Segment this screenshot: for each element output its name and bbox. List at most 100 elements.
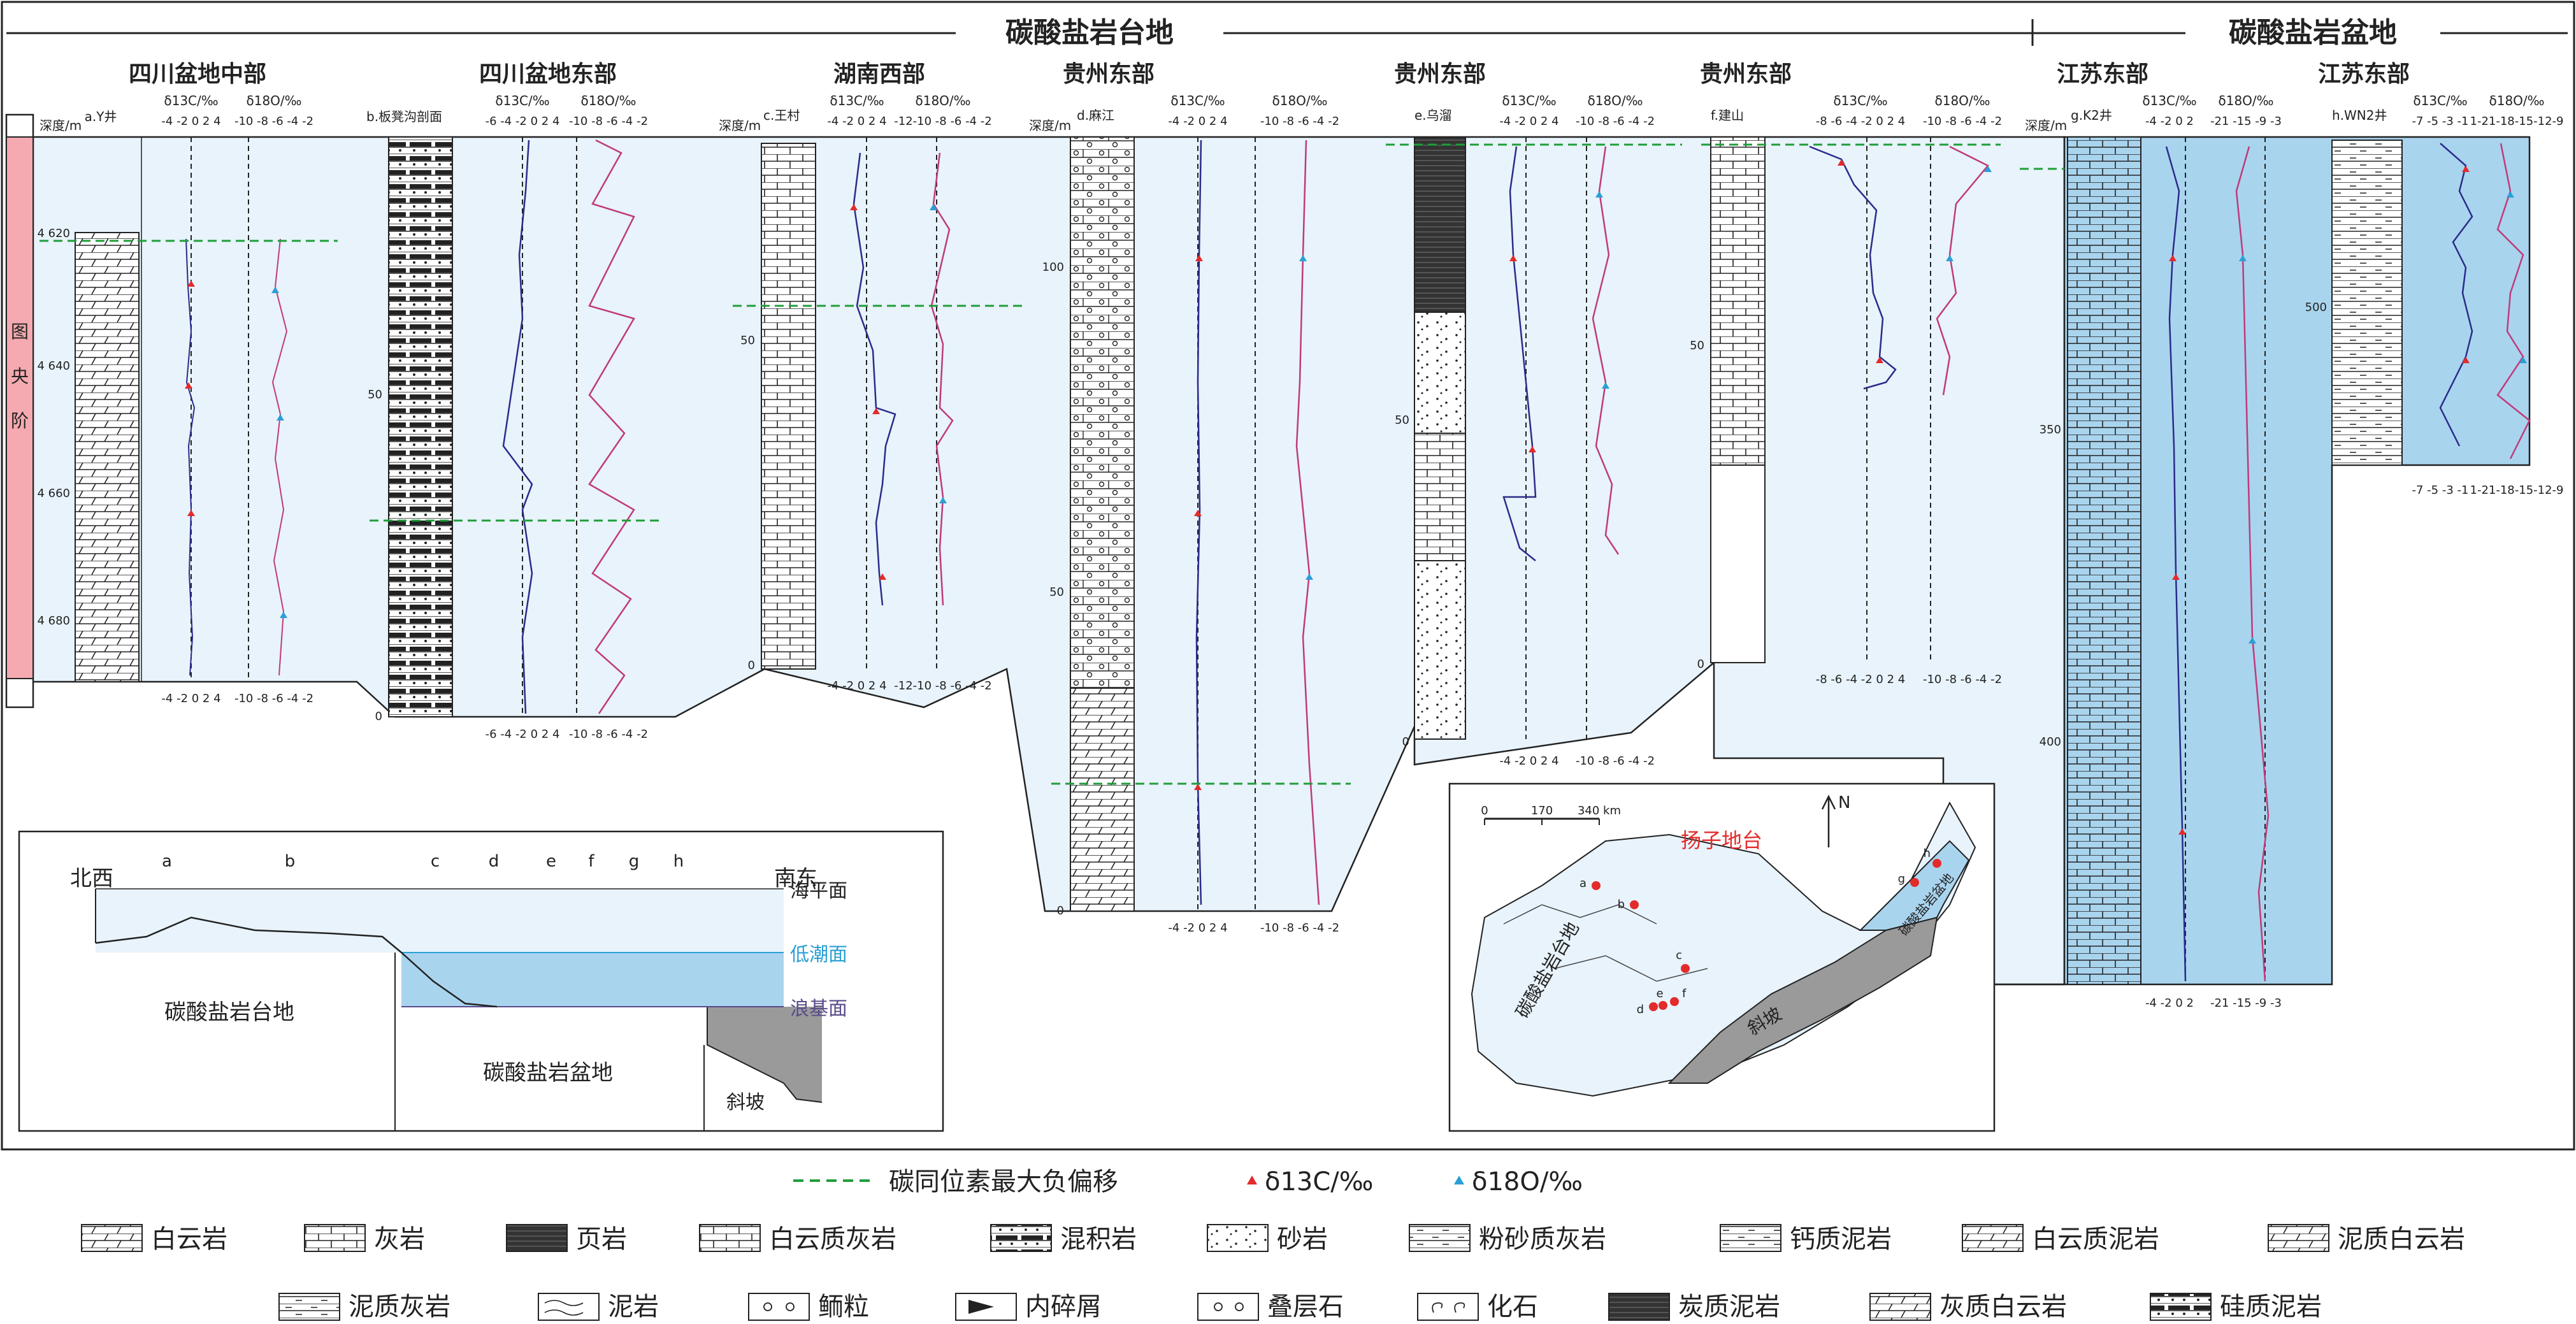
svg-text:-21 -15 -9 -3: -21 -15 -9 -3 xyxy=(2210,115,2282,128)
code-c: c.王村 xyxy=(763,108,800,123)
svg-text:50: 50 xyxy=(740,334,755,347)
svg-text:0: 0 xyxy=(1481,804,1488,817)
svg-text:δ18O/‰: δ18O/‰ xyxy=(2218,93,2273,108)
legend-o18: δ18O/‰ xyxy=(1472,1167,1583,1197)
svg-text:深度/m: 深度/m xyxy=(40,118,82,133)
svg-text:-4 -2 0 2 4: -4 -2 0 2 4 xyxy=(827,679,886,693)
region-h: 江苏东部 xyxy=(2318,61,2410,87)
svg-text:深度/m: 深度/m xyxy=(2025,118,2067,133)
map-yangtze-label: 扬子地台 xyxy=(1681,828,1762,853)
svg-text:0: 0 xyxy=(375,710,382,723)
lithology-legend-row2: 泥质灰岩 泥岩 鲕粒 内碎屑 叠层石 化石 炭质泥岩 灰质白云岩 硅质泥岩 xyxy=(278,1292,2322,1321)
svg-text:-4 -2 0 2 4: -4 -2 0 2 4 xyxy=(1499,754,1558,768)
svg-text:浪基面: 浪基面 xyxy=(790,998,847,1020)
svg-text:350: 350 xyxy=(2040,423,2061,436)
svg-text:δ18O/‰: δ18O/‰ xyxy=(246,93,301,108)
map-slope xyxy=(1667,916,1938,1084)
basin-header: 碳酸盐岩盆地 xyxy=(2229,17,2397,49)
c13-markers xyxy=(185,159,2470,835)
svg-text:g: g xyxy=(1898,872,1905,886)
region-d: 贵州东部 xyxy=(1063,61,1155,87)
region-e: 贵州东部 xyxy=(1394,61,1486,87)
c13-curve-h xyxy=(2439,143,2473,447)
svg-text:-7 -5 -3 -1: -7 -5 -3 -1 xyxy=(2412,484,2469,497)
o18-curve-g xyxy=(2235,146,2270,982)
svg-text:h: h xyxy=(1924,847,1931,860)
svg-text:50: 50 xyxy=(368,388,382,401)
column-g xyxy=(2067,136,2141,985)
svg-text:c: c xyxy=(431,852,440,871)
svg-text:碳酸盐岩台地: 碳酸盐岩台地 xyxy=(164,1000,294,1025)
svg-text:170: 170 xyxy=(1531,804,1553,817)
svg-text:-10 -8 -6 -4 -2: -10 -8 -6 -4 -2 xyxy=(1576,754,1655,768)
svg-text:h: h xyxy=(673,852,684,871)
c13-curve-c xyxy=(853,152,896,606)
svg-text:硅质泥岩: 硅质泥岩 xyxy=(2220,1292,2322,1321)
svg-text:δ18O/‰: δ18O/‰ xyxy=(580,93,636,108)
svg-text:δ13C/‰: δ13C/‰ xyxy=(2142,93,2196,108)
svg-text:-10 -8 -6 -4 -2: -10 -8 -6 -4 -2 xyxy=(569,115,648,128)
svg-text:-4 -2 0 2 4: -4 -2 0 2 4 xyxy=(827,115,886,128)
svg-text:0: 0 xyxy=(748,659,755,672)
o18-curve-f xyxy=(1936,145,1989,396)
svg-text:北西: 北西 xyxy=(70,866,113,891)
svg-text:页岩: 页岩 xyxy=(576,1225,627,1254)
column-c xyxy=(761,143,816,670)
region-a: 四川盆地中部 xyxy=(129,61,266,87)
svg-text:泥质白云岩: 泥质白云岩 xyxy=(2338,1225,2465,1254)
svg-text:-10 -8 -6 -4 -2: -10 -8 -6 -4 -2 xyxy=(234,692,313,705)
svg-text:δ18O/‰: δ18O/‰ xyxy=(915,93,970,108)
svg-text:白云岩: 白云岩 xyxy=(151,1225,227,1254)
svg-text:深度/m: 深度/m xyxy=(719,118,761,133)
c13-curve-b xyxy=(502,140,533,714)
code-a: a.Y井 xyxy=(85,109,117,124)
svg-text:化石: 化石 xyxy=(1487,1292,1538,1321)
svg-text:-12-10 -8 -6 -4 -2: -12-10 -8 -6 -4 -2 xyxy=(894,679,991,693)
o18-markers xyxy=(271,166,2527,644)
svg-text:1-21-18-15-12-9: 1-21-18-15-12-9 xyxy=(2470,115,2564,128)
svg-text:50: 50 xyxy=(1049,586,1064,599)
svg-text:泥岩: 泥岩 xyxy=(608,1292,659,1321)
svg-text:4 680: 4 680 xyxy=(37,614,70,628)
svg-text:-4 -2 0 2: -4 -2 0 2 xyxy=(2145,997,2194,1010)
map-sites xyxy=(1592,859,1941,1011)
svg-text:50: 50 xyxy=(1690,339,1704,352)
c13-curve-f xyxy=(1809,145,1897,390)
svg-text:-4 -2 0 2 4: -4 -2 0 2 4 xyxy=(1168,921,1227,935)
svg-text:100: 100 xyxy=(1042,261,1064,274)
svg-text:4 640: 4 640 xyxy=(37,359,70,373)
svg-text:δ13C/‰: δ13C/‰ xyxy=(164,93,218,108)
platform-header: 碳酸盐岩台地 xyxy=(1005,17,1174,49)
profile-slope-fill xyxy=(707,1007,822,1102)
svg-text:-4 -2 0 2: -4 -2 0 2 xyxy=(2145,115,2194,128)
svg-text:4 660: 4 660 xyxy=(37,487,70,500)
svg-text:50: 50 xyxy=(1395,414,1409,427)
svg-text:低潮面: 低潮面 xyxy=(790,944,847,966)
stage-char-2: 央 xyxy=(11,366,29,387)
svg-text:a: a xyxy=(162,852,172,871)
svg-text:0: 0 xyxy=(1697,658,1704,671)
svg-text:-10 -8 -6 -4 -2: -10 -8 -6 -4 -2 xyxy=(1260,115,1339,128)
svg-text:白云质泥岩: 白云质泥岩 xyxy=(2032,1225,2159,1254)
svg-text:N: N xyxy=(1838,793,1850,812)
svg-text:-10 -8 -6 -4 -2: -10 -8 -6 -4 -2 xyxy=(1923,115,2002,128)
svg-text:-6 -4 -2 0 2 4: -6 -4 -2 0 2 4 xyxy=(486,728,560,741)
figure-frame xyxy=(1,1,2575,1151)
svg-text:泥质灰岩: 泥质灰岩 xyxy=(349,1292,450,1321)
svg-text:δ13C/‰: δ13C/‰ xyxy=(495,93,549,108)
svg-text:-4 -2 0 2 4: -4 -2 0 2 4 xyxy=(1499,115,1558,128)
o18-curve-h xyxy=(2496,143,2531,459)
svg-text:f: f xyxy=(1682,987,1687,1000)
svg-text:400: 400 xyxy=(2040,735,2061,749)
svg-text:b: b xyxy=(285,852,296,871)
code-d: d.麻江 xyxy=(1077,108,1114,123)
svg-text:混积岩: 混积岩 xyxy=(1060,1225,1137,1254)
svg-text:深度/m: 深度/m xyxy=(1029,118,1071,133)
svg-text:-10 -8 -6 -4 -2: -10 -8 -6 -4 -2 xyxy=(1260,921,1339,935)
svg-text:δ13C/‰: δ13C/‰ xyxy=(2413,93,2467,108)
svg-text:内碎屑: 内碎屑 xyxy=(1025,1292,1102,1321)
o18-curve-a xyxy=(271,238,288,676)
svg-text:δ18O/‰: δ18O/‰ xyxy=(1934,93,1990,108)
svg-text:g: g xyxy=(629,852,640,871)
stage-char-1: 图 xyxy=(11,321,29,342)
